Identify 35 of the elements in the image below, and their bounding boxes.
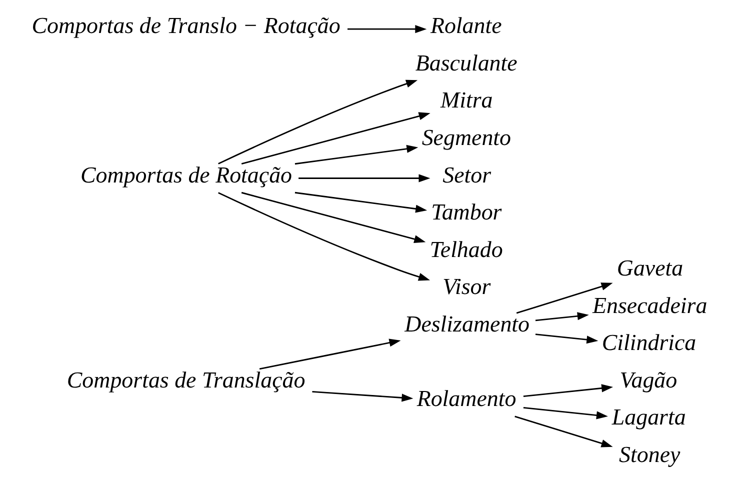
node-text: Tambor — [431, 199, 502, 224]
node-text: Rolante — [430, 12, 502, 38]
node-text: Mitra — [440, 87, 493, 112]
arrow — [294, 191, 428, 212]
arrow — [348, 24, 427, 33]
arrow — [535, 333, 598, 344]
arrow — [298, 174, 430, 182]
node-text: Lagarta — [612, 404, 686, 430]
node-text: Comportas de Translação — [66, 366, 306, 392]
arrow — [516, 282, 613, 314]
node-text: Segmento — [422, 124, 512, 150]
node-text: Vagão — [620, 366, 678, 392]
node-text: Visor — [442, 274, 491, 299]
arrow — [218, 192, 430, 280]
arrow — [312, 390, 414, 402]
arrow — [241, 191, 426, 242]
node-text: Ensecadeira — [592, 292, 708, 318]
arrow — [218, 79, 418, 164]
node-text: Rolamento — [416, 386, 516, 410]
node-text: Gaveta — [616, 254, 684, 280]
arrow — [523, 406, 608, 419]
node-text: Setor — [442, 162, 492, 187]
node-text: Basculante — [415, 50, 518, 75]
arrow — [514, 415, 613, 447]
arrow — [294, 144, 418, 164]
node-text: Comportas de Translo − Rotação — [32, 12, 340, 38]
arrow — [523, 384, 614, 396]
node-text: Cilindrica — [602, 330, 696, 355]
arrow — [241, 112, 430, 164]
node-text: Stoney — [619, 441, 680, 466]
node-text: Comportas de Rotação — [80, 162, 292, 187]
node-text: Deslizamento — [404, 310, 530, 336]
arrow — [535, 312, 589, 321]
arrow — [259, 338, 401, 370]
node-text: Telhado — [430, 236, 503, 262]
